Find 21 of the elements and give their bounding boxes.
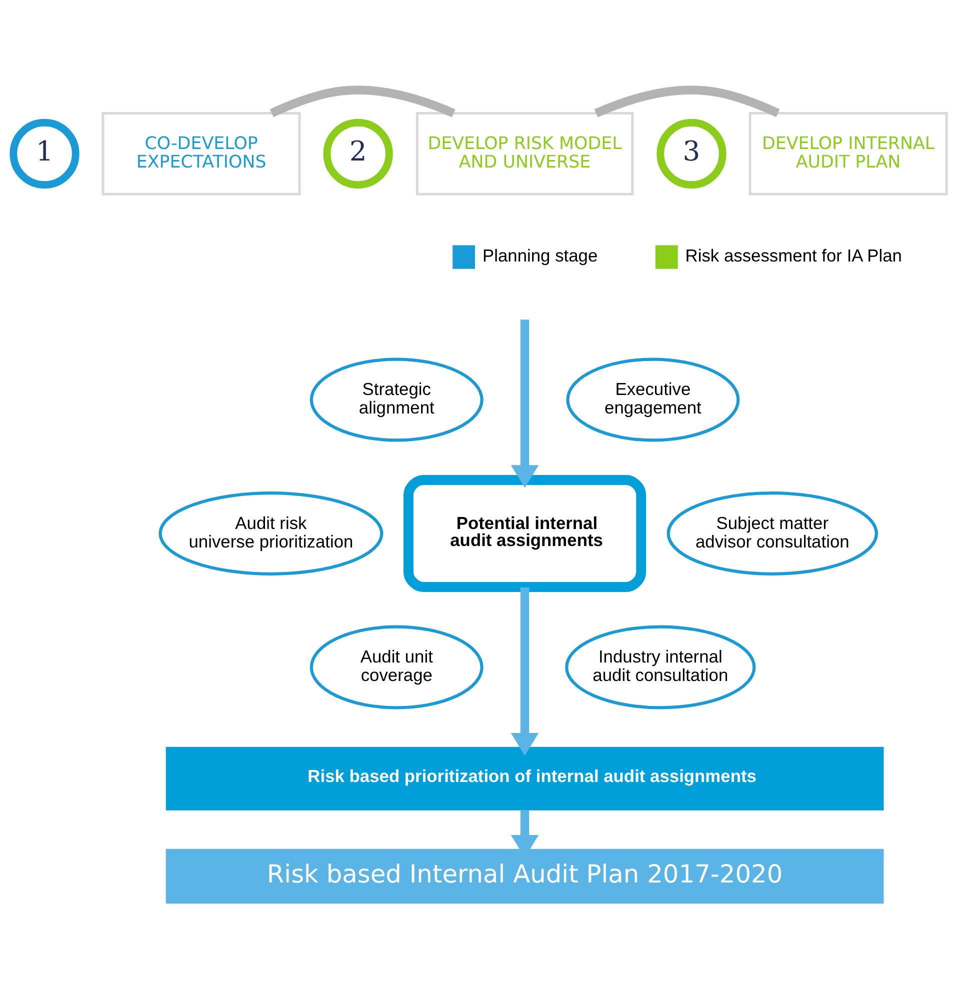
connector bbox=[594, 85, 780, 117]
node-box: DEVELOP RISK MODEL AND UNIVERSE bbox=[416, 112, 634, 195]
node-box: Risk based Internal Audit Plan 2017-2020 bbox=[166, 848, 884, 904]
node-ellipse: Executive engagement bbox=[566, 357, 740, 442]
node-circle: 1 bbox=[10, 118, 80, 188]
node-ellipse: Subject matter advisor consultation bbox=[666, 491, 878, 575]
node-box: CO-DEVELOP EXPECTATIONS bbox=[102, 112, 301, 195]
node-ellipse: Audit unit coverage bbox=[310, 624, 484, 709]
node-circle: 3 bbox=[656, 118, 726, 188]
node-ellipse: Strategic alignment bbox=[310, 357, 484, 442]
node-box: Risk based prioritization of internal audit assignments bbox=[166, 746, 884, 810]
arrow bbox=[510, 586, 539, 756]
legend-label: Planning stage bbox=[482, 245, 598, 266]
node-box: Potential internal audit assignments bbox=[403, 474, 646, 592]
node-circle: 2 bbox=[323, 118, 393, 188]
node-ellipse: Audit risk universe prioritization bbox=[158, 491, 384, 575]
connector bbox=[270, 85, 456, 117]
arrow bbox=[510, 319, 539, 488]
node-box: DEVELOP INTERNAL AUDIT PLAN bbox=[748, 112, 948, 195]
node-ellipse: Industry internal audit consultation bbox=[565, 624, 756, 709]
legend-label: Risk assessment for IA Plan bbox=[685, 245, 902, 266]
